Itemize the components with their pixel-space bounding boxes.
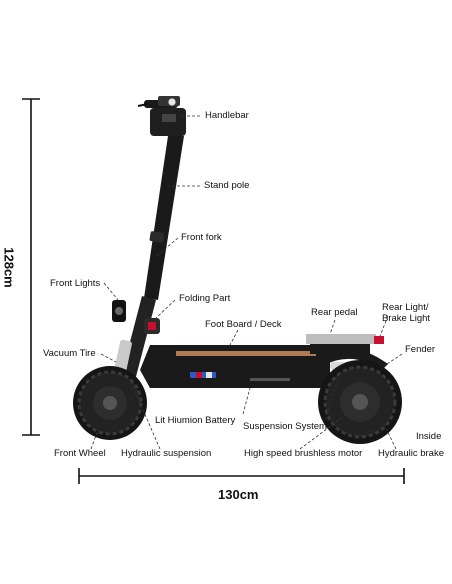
label-rear-pedal: Rear pedal — [311, 307, 358, 318]
label-rear-light-line2: Brake Light — [382, 313, 431, 324]
label-suspension-system: Suspension System — [243, 421, 327, 432]
rear-pedal-shape — [306, 334, 376, 344]
label-hydraulic-brake: Hydraulic brake — [378, 448, 444, 459]
length-dimension-line — [78, 468, 405, 484]
handlebar-shape — [137, 96, 186, 136]
label-rear-light: Rear Light/ Brake Light — [382, 302, 430, 324]
label-foot-board: Foot Board / Deck — [205, 319, 282, 330]
label-handlebar: Handlebar — [205, 110, 249, 121]
label-fender: Fender — [405, 344, 436, 355]
label-front-lights: Front Lights — [50, 278, 101, 289]
label-hydraulic-suspension: Hydraulic suspension — [121, 448, 212, 459]
label-lit-battery: Lit Hiumion Battery — [155, 415, 236, 426]
rear-light-shape — [374, 336, 384, 344]
leader-lines — [90, 115, 403, 450]
label-brushless-motor: High speed brushless motor — [244, 448, 363, 459]
rear-wheel-shape — [318, 360, 402, 444]
label-stand-pole: Stand pole — [204, 180, 250, 191]
stand-pole-shape — [144, 136, 184, 300]
height-dimension-label: 128cm — [1, 247, 17, 288]
label-inside: Inside — [416, 431, 442, 442]
label-front-fork: Front fork — [181, 232, 222, 243]
label-front-wheel: Front Wheel — [54, 448, 106, 459]
front-wheel-shape — [73, 366, 147, 440]
label-vacuum-tire: Vacuum Tire — [43, 348, 96, 359]
height-dimension-line — [22, 98, 40, 436]
length-dimension-label: 130cm — [218, 487, 259, 502]
label-rear-light-line1: Rear Light/ — [382, 302, 429, 313]
fender-shape — [318, 348, 388, 370]
label-folding-part: Folding Part — [179, 293, 231, 304]
